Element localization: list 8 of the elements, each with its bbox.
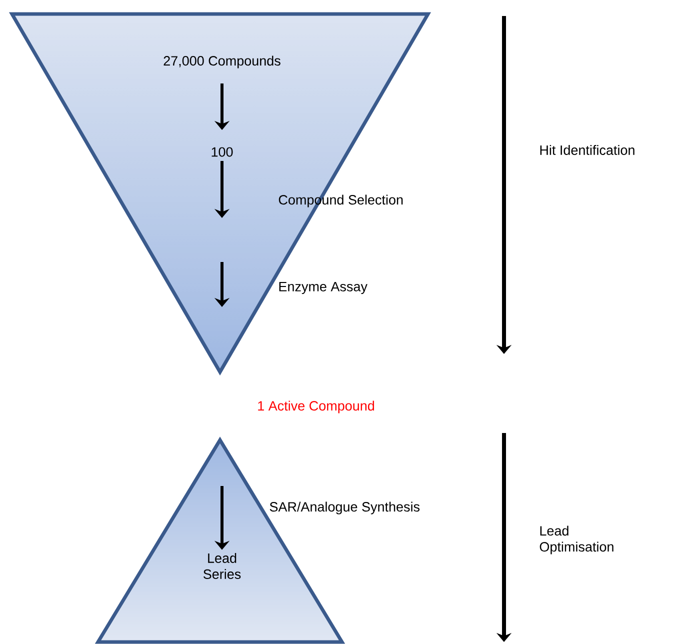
stage-label: Enzyme Assay <box>279 282 368 294</box>
stage-text: 27,000 Compounds <box>164 56 280 68</box>
edge-label: SAR/Analogue Synthesis <box>270 502 420 514</box>
stage-text: 1 Active Compound <box>258 400 374 414</box>
stage-text: 100 <box>212 147 233 157</box>
stage-label: Lead Optimisation <box>540 526 614 554</box>
stage-label: Hit Identification <box>540 145 634 155</box>
stage-text: Lead Series <box>203 553 241 579</box>
